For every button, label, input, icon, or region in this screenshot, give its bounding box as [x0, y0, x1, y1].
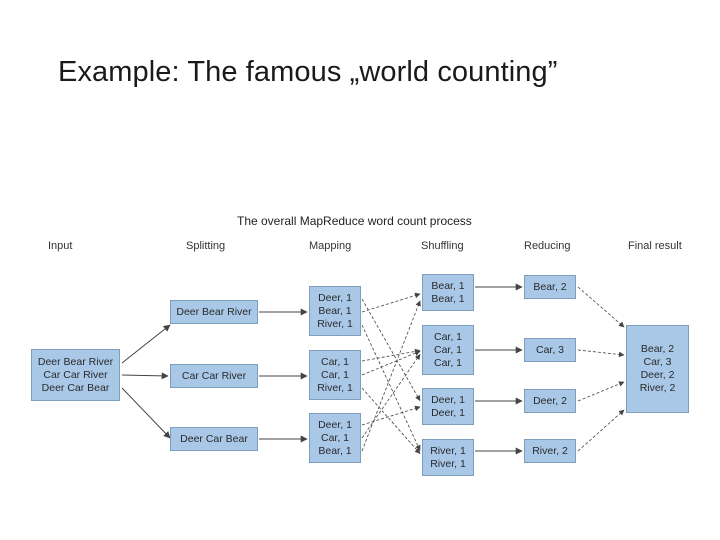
mapping-box: Car, 1 Car, 1 River, 1	[309, 350, 361, 400]
mapping-pair: Deer, 1	[318, 418, 352, 431]
shuffling-pair: Bear, 1	[431, 279, 465, 292]
input-line: Deer Bear River	[37, 355, 114, 368]
shuffling-box: Bear, 1 Bear, 1	[422, 274, 474, 311]
mapping-pair: Bear, 1	[318, 444, 352, 457]
arrow-input-to-split	[121, 324, 171, 364]
split-text: Car Car River	[181, 369, 247, 382]
arrow-input-to-split	[121, 387, 171, 439]
mapping-pair: Bear, 1	[318, 304, 352, 317]
mapping-pair: River, 1	[317, 317, 353, 330]
reducing-box: Car, 3	[524, 338, 576, 362]
mapping-pair: Car, 1	[320, 355, 349, 368]
mapping-box: Deer, 1 Bear, 1 River, 1	[309, 286, 361, 336]
arrow-mapping-to-shuffling	[361, 350, 421, 376]
final-pair: Bear, 2	[640, 343, 675, 355]
shuffling-pair: Deer, 1	[431, 393, 465, 406]
split-text: Deer Bear River	[176, 305, 252, 318]
reducing-box: Deer, 2	[524, 389, 576, 413]
split-box: Car Car River	[170, 364, 258, 388]
column-label-shuffling: Shuffling	[421, 240, 464, 252]
reducing-box: Bear, 2	[524, 275, 576, 299]
shuffling-pair: Bear, 1	[431, 292, 465, 305]
mapping-pair: River, 1	[317, 381, 353, 394]
input-box: Deer Bear River Car Car River Deer Car B…	[31, 349, 120, 401]
arrow-mapping-to-shuffling	[361, 292, 421, 313]
reducing-pair: Bear, 2	[533, 280, 567, 293]
diagram-title: The overall MapReduce word count process	[237, 214, 472, 228]
shuffling-pair: River, 1	[430, 444, 466, 457]
split-text: Deer Car Bear	[180, 432, 248, 445]
reducing-pair: Car, 3	[535, 343, 564, 356]
arrow-mapping-to-shuffling	[361, 324, 421, 451]
split-box: Deer Car Bear	[170, 427, 258, 451]
arrow-reducing-to-final	[577, 409, 625, 452]
final-pair: Car, 3	[643, 356, 672, 368]
mapping-pair: Car, 1	[320, 431, 349, 444]
column-label-splitting: Splitting	[186, 240, 226, 252]
arrow-mapping-to-shuffling	[361, 298, 421, 402]
reducing-pair: Deer, 2	[533, 394, 567, 407]
arrow-reducing-to-final	[577, 349, 625, 358]
reducing-box: River, 2	[524, 439, 576, 463]
shuffling-box: Car, 1 Car, 1 Car, 1	[422, 325, 474, 375]
arrow-input-to-split	[121, 372, 169, 380]
column-label-reducing: Reducing	[524, 240, 571, 252]
arrow-mapping-to-shuffling	[361, 353, 421, 439]
mapping-pair: Car, 1	[320, 368, 349, 381]
mapping-pair: Deer, 1	[318, 291, 352, 304]
shuffling-pair: Deer, 1	[431, 406, 465, 419]
shuffling-pair: River, 1	[430, 457, 466, 470]
arrow-mapping-to-shuffling	[361, 387, 421, 454]
column-label-mapping: Mapping	[309, 240, 352, 252]
arrow-mapping-to-shuffling	[361, 405, 421, 426]
final-pair: Deer, 2	[640, 369, 675, 381]
arrow-reducing-to-final	[577, 381, 625, 402]
shuffling-pair: Car, 1	[433, 330, 462, 343]
arrow-mapping-to-shuffling	[361, 348, 421, 362]
reducing-pair: River, 2	[532, 444, 568, 457]
slide-title: Example: The famous „world counting”	[58, 56, 558, 88]
shuffling-box: River, 1 River, 1	[422, 439, 474, 476]
shuffling-pair: Car, 1	[433, 343, 462, 356]
arrow-reducing-to-final	[577, 286, 625, 328]
shuffling-box: Deer, 1 Deer, 1	[422, 388, 474, 425]
final-result-box: Bear, 2 Car, 3 Deer, 2 River, 2	[626, 325, 689, 413]
split-box: Deer Bear River	[170, 300, 258, 324]
mapping-box: Deer, 1 Car, 1 Bear, 1	[309, 413, 361, 463]
input-line: Deer Car Bear	[41, 381, 110, 394]
final-pair: River, 2	[639, 382, 676, 394]
column-label-final-result: Final result	[628, 240, 682, 252]
arrow-mapping-to-shuffling	[361, 300, 421, 452]
column-label-input: Input	[48, 240, 73, 252]
shuffling-pair: Car, 1	[433, 356, 462, 369]
input-line: Car Car River	[43, 368, 108, 381]
